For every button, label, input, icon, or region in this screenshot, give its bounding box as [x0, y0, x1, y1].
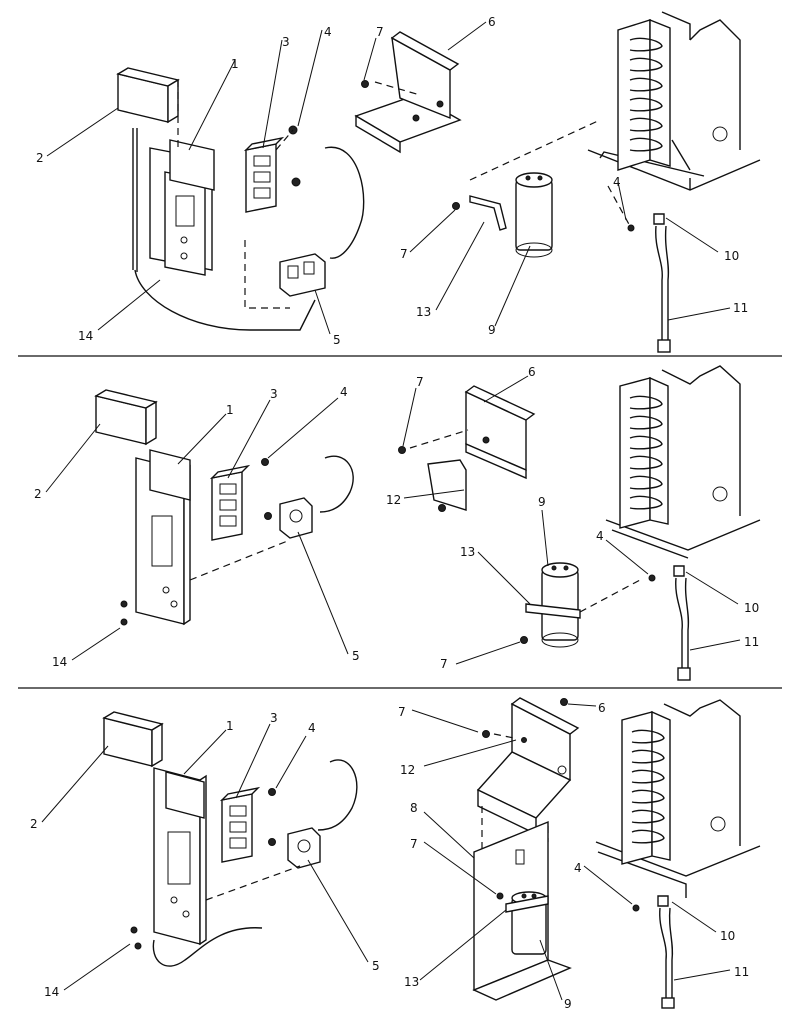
screw	[268, 788, 276, 796]
callout-13: 13	[404, 975, 419, 989]
screw	[120, 600, 128, 608]
capacitor-part	[541, 562, 579, 648]
screw	[438, 504, 446, 512]
capacitor-strap	[505, 895, 549, 913]
screw	[648, 574, 656, 582]
callout-4b: 4	[596, 529, 604, 543]
cover-part	[102, 711, 164, 768]
screw	[627, 224, 635, 232]
screw	[496, 892, 504, 900]
callout-5: 5	[372, 959, 380, 973]
capacitor-part	[515, 172, 553, 258]
callout-1: 1	[226, 403, 234, 417]
screw	[261, 458, 269, 466]
callout-3: 3	[270, 711, 278, 725]
screw	[120, 618, 128, 626]
panel-bottom: 2 1 3 4 14 5 7 6 12 8 7 13 9 4 10 11	[30, 697, 761, 1011]
control-panel-plate	[132, 80, 215, 276]
callout-6: 6	[488, 15, 496, 29]
screw	[452, 202, 460, 210]
relay-part	[279, 253, 326, 297]
screw	[130, 926, 138, 934]
screw	[560, 698, 568, 706]
switch-part	[219, 786, 261, 863]
relay-part	[279, 497, 313, 539]
callout-12: 12	[400, 763, 415, 777]
callout-4: 4	[324, 25, 332, 39]
callout-14: 14	[78, 329, 93, 343]
callout-4: 4	[308, 721, 316, 735]
screw	[520, 636, 528, 644]
callout-3: 3	[282, 35, 290, 49]
screw	[264, 512, 272, 520]
callout-10: 10	[724, 249, 739, 263]
control-panel-plate	[153, 767, 207, 946]
callout-11: 11	[734, 965, 749, 979]
callout-8: 8	[410, 801, 418, 815]
callout-2: 2	[30, 817, 38, 831]
callout-7: 7	[398, 705, 406, 719]
callout-6: 6	[528, 365, 536, 379]
callout-9: 9	[538, 495, 546, 509]
capacitor-bracket	[354, 31, 462, 154]
screw	[632, 904, 640, 912]
callout-12: 12	[386, 493, 401, 507]
callout-5: 5	[333, 333, 341, 347]
callout-11: 11	[744, 635, 759, 649]
sensor-holder	[657, 895, 675, 1009]
callout-2: 2	[36, 151, 44, 165]
callout-2: 2	[34, 487, 42, 501]
panel-middle: 2 1 3 4 14 5 7 6 12 9 13 7 4 10 11	[34, 365, 761, 681]
callout-9: 9	[564, 997, 572, 1011]
callout-11: 11	[733, 301, 748, 315]
callout-4b: 4	[574, 861, 582, 875]
callout-1: 1	[226, 719, 234, 733]
screw	[482, 730, 490, 738]
callout-14: 14	[52, 655, 67, 669]
cover-part	[94, 389, 158, 446]
callout-13: 13	[416, 305, 431, 319]
callout-5: 5	[352, 649, 360, 663]
sensor-holder	[673, 565, 691, 681]
callout-9: 9	[488, 323, 496, 337]
callout-13: 13	[460, 545, 475, 559]
callout-6: 6	[598, 701, 606, 715]
callout-7: 7	[376, 25, 384, 39]
evaporator-coil	[605, 365, 761, 559]
callout-1: 1	[231, 57, 239, 71]
evaporator-coil	[587, 11, 761, 191]
screw	[134, 942, 142, 950]
callout-7b: 7	[410, 837, 418, 851]
capacitor-bracket	[476, 697, 580, 836]
capacitor-strap	[469, 195, 507, 231]
callout-4b: 4	[613, 175, 621, 189]
capacitor-bracket	[427, 385, 536, 511]
callout-14: 14	[44, 985, 59, 999]
evaporator-coil	[595, 699, 761, 898]
callout-7: 7	[416, 375, 424, 389]
screw	[268, 838, 276, 846]
callout-10: 10	[720, 929, 735, 943]
sensor-holder	[653, 213, 671, 353]
panel-top: 2 1 3 4 14 5 7 6 7 13 9 4 10 11	[36, 11, 761, 353]
callout-7b: 7	[440, 657, 448, 671]
control-panel-plate	[135, 449, 191, 626]
switch-part	[209, 464, 251, 541]
callout-10: 10	[744, 601, 759, 615]
cover-part	[116, 67, 180, 124]
callout-3: 3	[270, 387, 278, 401]
screw	[361, 80, 369, 88]
relay-part	[287, 827, 321, 869]
screw	[291, 177, 301, 187]
callout-7b: 7	[400, 247, 408, 261]
screw	[398, 446, 406, 454]
capacitor-strap	[525, 603, 581, 619]
callout-4: 4	[340, 385, 348, 399]
